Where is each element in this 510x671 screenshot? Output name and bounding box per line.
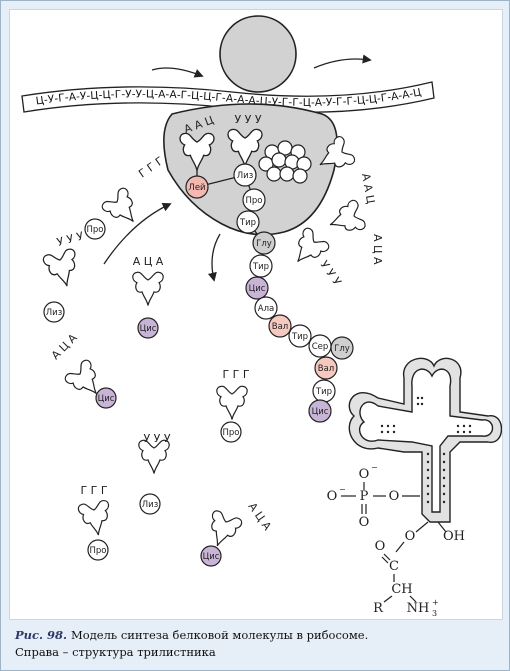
svg-text:Лиз: Лиз [237,171,254,181]
svg-text:3: 3 [432,609,437,618]
svg-text:Цис: Цис [140,324,157,334]
svg-text:CH: CH [391,582,412,597]
svg-text:У У У: У У У [318,258,344,288]
svg-text:Лей: Лей [188,183,205,193]
aa-tir-chain: Тир [249,254,273,278]
free-trna-cys-1: А Ц А Цис [132,255,164,339]
svg-text:Про: Про [90,546,107,556]
svg-text:Лиз: Лиз [142,500,159,510]
svg-text:Цис: Цис [203,552,220,562]
svg-text:O: O [405,529,416,544]
free-trna-pro-1: Г Г Г Про [84,154,166,240]
svg-text:У У У: У У У [143,432,170,445]
free-trna-pro-3: Г Г Г Про [77,484,114,561]
free-trna-cys-2: А Ц А Цис [49,331,117,409]
ribosome-small-subunit [219,15,297,93]
svg-text:А Ц А: А Ц А [133,255,164,268]
svg-text:Г Г Г: Г Г Г [136,154,166,180]
aa-glu-chain: Глу [252,231,276,255]
svg-text:Про: Про [87,225,104,235]
svg-text:Г Г Г: Г Г Г [222,368,249,381]
free-trna-right-1: А А Ц [311,134,377,205]
caption-text-1: Модель синтеза белковой молекулы в рибос… [71,628,369,642]
ribosome-diagram: Ц-У-Г-А-У-Ц-Ц-Г-У-У-Ц-А-А-Г-Ц-Ц-Г-А-А-А-… [21,15,503,618]
svg-text:Тир: Тир [239,218,256,228]
caption-line-2: Справа – структура трилистника [15,645,216,659]
svg-text:Тир: Тир [252,262,269,272]
aa-cis-chain: Цис [245,276,269,300]
svg-text:Про: Про [223,428,240,438]
svg-text:C: C [389,559,399,574]
svg-text:Вал: Вал [318,364,334,374]
svg-text:NH: NH [407,601,430,616]
svg-text:А А Ц: А А Ц [359,172,377,205]
mrna-direction-arrow-right [313,54,372,69]
svg-text:Про: Про [246,196,263,206]
svg-text:Цис: Цис [249,284,266,294]
exit-arrow [207,233,221,282]
svg-text:O: O [327,489,338,504]
aa-lei-in-ribosome: Лей [185,175,209,199]
cloverleaf-structure [348,357,503,523]
caption-line-1: Рис. 98.Модель синтеза белковой молекулы… [15,627,501,644]
svg-text:У У У: У У У [55,229,85,249]
svg-text:Г Г Г: Г Г Г [80,484,107,497]
svg-text:+: + [432,598,439,607]
free-trna-lys-2: У У У Лиз [138,432,171,515]
svg-text:Ала: Ала [258,304,274,314]
aa-tir-chain: Тир [236,210,260,234]
aa-ser-chain: Сер [308,334,332,358]
svg-text:−: − [339,485,346,494]
amino-acid-ester: O OH O C CH R NH 3 + [373,521,465,618]
mrna-direction-arrow-left [151,67,204,78]
svg-text:O: O [359,467,370,482]
aa-ala-chain: Ала [254,296,278,320]
incoming-trna-arrow [103,203,172,265]
free-trna-right-2: А Ц А [324,198,384,265]
figure-caption: Рис. 98.Модель синтеза белковой молекулы… [15,627,501,661]
aa-val-chain: Вал [314,356,338,380]
aa-liz-in-ribosome: Лиз [233,163,257,187]
aa-pro-chain: Про [242,188,266,212]
svg-text:А Ц А: А Ц А [246,500,274,533]
free-trna-lys-1: У У У Лиз [41,229,85,323]
aa-tir-chain: Тир [312,379,336,403]
svg-text:Цис: Цис [312,407,329,417]
phosphate-group: O − O − P O O [327,463,420,530]
figure-number: Рис. 98. [15,628,68,642]
aa-tir-chain: Тир [288,324,312,348]
svg-text:А Ц А: А Ц А [371,234,384,265]
cloverleaf-base-pairs [380,396,472,504]
svg-text:Тир: Тир [291,332,308,342]
aa-cis-chain: Цис [308,399,332,423]
aa-glu-chain: Глу [330,336,354,360]
svg-text:P: P [360,489,369,504]
svg-text:Глу: Глу [256,239,272,249]
svg-text:А Ц А: А Ц А [49,331,80,362]
svg-text:Цис: Цис [98,394,115,404]
svg-text:O: O [389,489,400,504]
svg-text:Глу: Глу [334,344,350,354]
svg-text:O: O [375,539,386,554]
svg-text:Вал: Вал [272,322,288,332]
aa-val-chain: Вал [268,314,292,338]
figure-panel: Ц-У-Г-А-У-Ц-Ц-Г-У-У-Ц-А-А-Г-Ц-Ц-Г-А-А-А-… [9,9,503,620]
svg-text:O: O [359,515,370,530]
svg-text:R: R [373,601,384,616]
svg-text:−: − [371,463,378,472]
ribosome-cluster [258,140,312,184]
free-trna-right-3: У У У [285,225,344,288]
trna-codon: У У У [234,113,261,126]
free-trna-pro-2: Г Г Г Про [216,368,250,443]
svg-text:Лиз: Лиз [46,308,63,318]
svg-text:OH: OH [443,529,465,544]
free-trna-cys-3: А Ц А Цис [200,500,274,567]
svg-text:Тир: Тир [315,387,332,397]
mrna-strand [21,81,435,113]
svg-text:Сер: Сер [312,342,329,352]
